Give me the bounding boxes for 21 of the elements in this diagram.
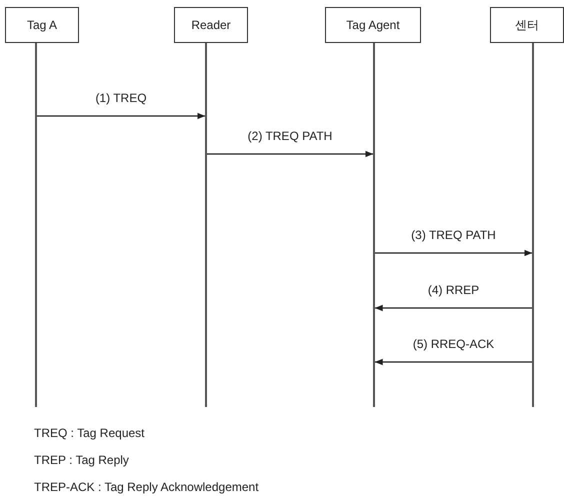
abbreviation-note: TREQ : Tag Request — [34, 426, 144, 440]
message-arrow — [206, 150, 374, 158]
lifeline — [373, 43, 375, 407]
edge-label: (5) RREQ-ACK — [412, 337, 494, 351]
participant-box: 센터 — [490, 7, 564, 43]
message-arrow — [36, 112, 206, 120]
message-arrow — [374, 304, 532, 312]
lifeline — [205, 43, 207, 407]
abbreviation-note: TREP-ACK : Tag Reply Acknowledgement — [34, 480, 259, 494]
participant-box: Reader — [174, 7, 248, 43]
edge-label: (2) TREQ PATH — [248, 129, 332, 143]
edge-label: (1) TREQ — [95, 91, 147, 105]
edge-label: (3) TREQ PATH — [411, 228, 496, 242]
participant-box: Tag Agent — [325, 7, 421, 43]
lifeline — [532, 43, 534, 407]
message-arrow — [374, 250, 532, 256]
lifeline — [35, 43, 37, 407]
edge-label: (4) RREP — [428, 283, 480, 297]
participant-box: Tag A — [5, 7, 79, 43]
abbreviation-note: TREP : Tag Reply — [34, 453, 129, 467]
message-arrow — [374, 358, 532, 366]
